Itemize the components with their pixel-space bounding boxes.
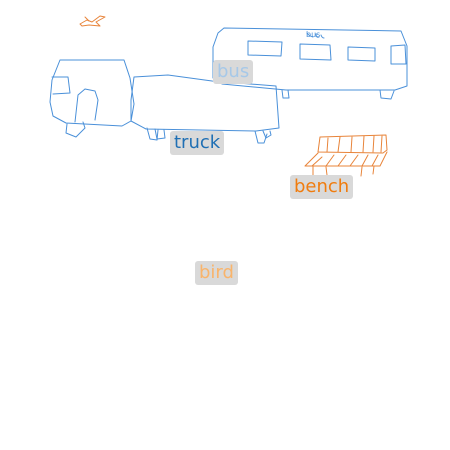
label-bench: bench bbox=[290, 175, 354, 199]
truck-sketch bbox=[49, 59, 280, 144]
label-truck: truck bbox=[170, 131, 225, 155]
bus-side-text: bus bbox=[306, 30, 321, 39]
bus-sketch bbox=[212, 27, 408, 100]
bird-sketch bbox=[79, 15, 106, 27]
bench-sketch bbox=[304, 134, 388, 177]
label-bird: bird bbox=[195, 261, 238, 285]
label-bus: bus bbox=[213, 60, 254, 84]
